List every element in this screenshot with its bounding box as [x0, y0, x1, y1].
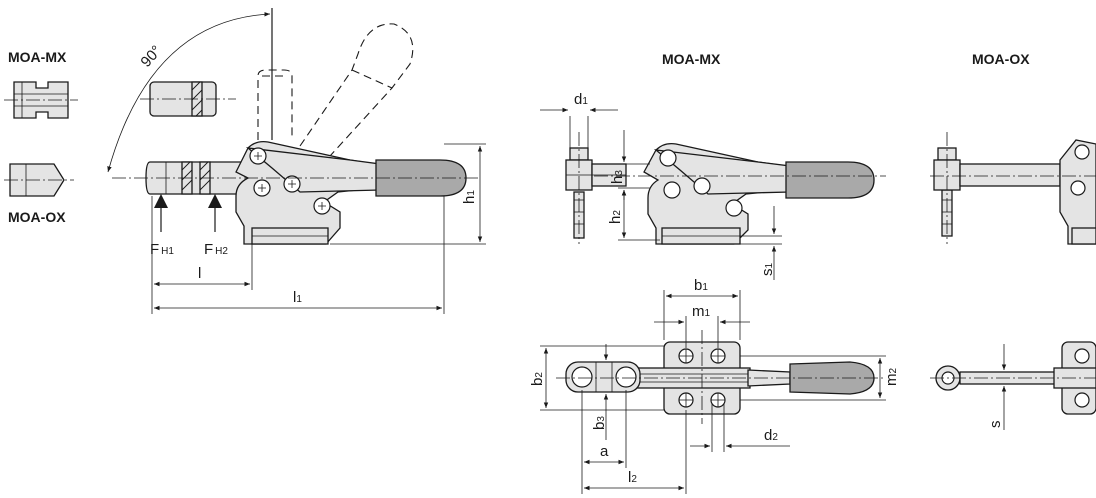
dim-b1: b1 [694, 277, 708, 294]
moa-mx-top-view [556, 330, 886, 424]
moa-ox-spindle-end-icon [4, 163, 74, 197]
dim-l2: l2 [628, 469, 637, 486]
dim-s1: s1 [759, 263, 776, 277]
label-moa-ox-right: MOA-OX [972, 51, 1030, 67]
moa-mx-side-view [565, 132, 886, 245]
dim-b2: b2 [529, 372, 546, 386]
dim-d2: d2 [764, 427, 778, 444]
moa-ox-top-view: s [930, 341, 1096, 430]
main-side-view: 90° [107, 8, 478, 245]
label-moa-mx-right: MOA-MX [662, 51, 721, 67]
dim-m2: m2 [883, 368, 900, 387]
label-moa-ox-left: MOA-OX [8, 209, 66, 225]
dim-h1: h1 [461, 190, 478, 204]
dim-s: s [987, 421, 1004, 429]
dim-l: l [198, 265, 201, 282]
moa-ox-side-view [930, 132, 1096, 245]
dim-h2: h2 [607, 210, 624, 224]
dim-b3: b3 [591, 416, 608, 430]
angle-label: 90° [137, 42, 165, 70]
label-moa-mx-left: MOA-MX [8, 49, 67, 65]
moa-mx-spindle-end-icon [4, 81, 78, 119]
dim-l1: l1 [293, 289, 302, 306]
main-dimensions: l l1 h1 [151, 143, 486, 314]
dim-h3: h3 [609, 170, 626, 184]
dim-m1: m1 [692, 303, 711, 320]
angle-arc [107, 12, 271, 173]
dim-a: a [600, 443, 609, 460]
moa-mx-side-dimensions: d1 h3 h2 s1 [540, 91, 782, 280]
dim-d1: d1 [574, 91, 588, 108]
moa-mx-top-dimensions: b1 m1 b2 b3 m2 a l2 d2 [529, 277, 900, 494]
